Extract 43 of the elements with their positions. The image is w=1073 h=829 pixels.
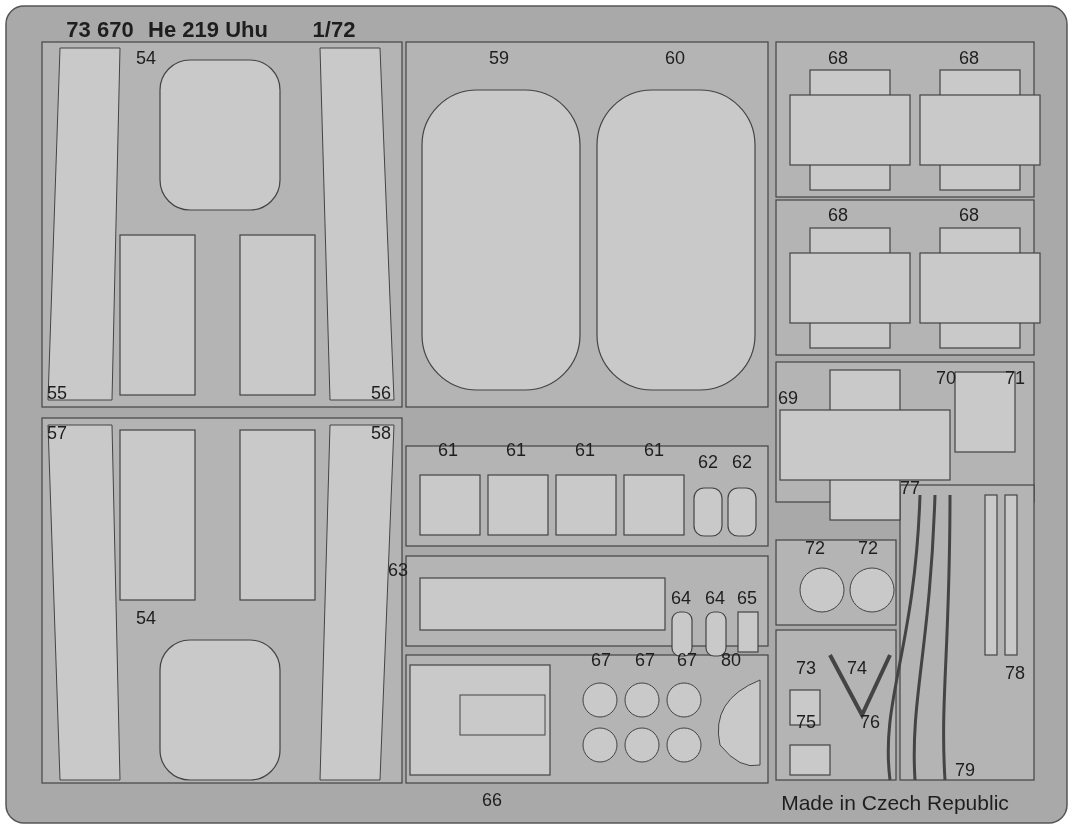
- part-number: 61: [644, 440, 664, 460]
- part-number: 61: [438, 440, 458, 460]
- part-number: 77: [900, 478, 920, 498]
- part-number: 74: [847, 658, 867, 678]
- part-number: 66: [482, 790, 502, 810]
- part-number: 68: [828, 48, 848, 68]
- part-number: 61: [575, 440, 595, 460]
- part-number: 63: [388, 560, 408, 580]
- part-number: 62: [732, 452, 752, 472]
- part-number: 62: [698, 452, 718, 472]
- part-number: 67: [677, 650, 697, 670]
- part-number: 70: [936, 368, 956, 388]
- part-number: 61: [506, 440, 526, 460]
- heading-text: He 219 Uhu: [148, 18, 268, 42]
- part-number: 59: [489, 48, 509, 68]
- part-number: 76: [860, 712, 880, 732]
- part-number: 78: [1005, 663, 1025, 683]
- part-number: 64: [705, 588, 725, 608]
- part-number: 68: [828, 205, 848, 225]
- part-number: 68: [959, 205, 979, 225]
- part-number: 75: [796, 712, 816, 732]
- part-number: 54: [136, 48, 156, 68]
- part-number: 58: [371, 423, 391, 443]
- part-number: 71: [1005, 368, 1025, 388]
- part-number: 80: [721, 650, 741, 670]
- part-number: 69: [778, 388, 798, 408]
- part-number: 67: [591, 650, 611, 670]
- footer-note: Made in Czech Republic: [781, 791, 1009, 815]
- part-number: 65: [737, 588, 757, 608]
- heading-text: 1/72: [312, 18, 356, 42]
- part-number: 72: [858, 538, 878, 558]
- part-number: 73: [796, 658, 816, 678]
- part-number: 54: [136, 608, 156, 628]
- part-number: 68: [959, 48, 979, 68]
- heading-text: 73 670: [66, 18, 134, 42]
- part-number: 67: [635, 650, 655, 670]
- part-number: 79: [955, 760, 975, 780]
- part-number: 64: [671, 588, 691, 608]
- part-number: 57: [47, 423, 67, 443]
- part-number: 55: [47, 383, 67, 403]
- part-number: 72: [805, 538, 825, 558]
- part-number: 56: [371, 383, 391, 403]
- part-number: 60: [665, 48, 685, 68]
